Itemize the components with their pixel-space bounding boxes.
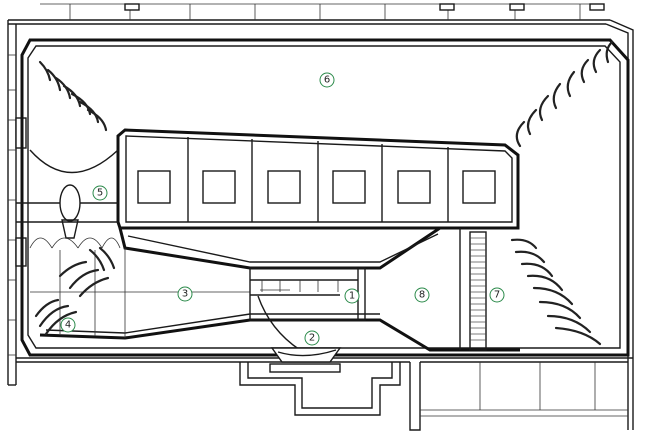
building-frame [7, 3, 634, 430]
tag-5: 5 [92, 185, 108, 201]
fan-assembly [16, 149, 121, 249]
tag-7: 7 [489, 287, 505, 303]
tag-5-label: 5 [97, 188, 103, 199]
return-circuit [20, 38, 630, 357]
heat-exchanger [459, 228, 487, 351]
lower-duct [30, 226, 520, 373]
tag-1: 1 [344, 288, 360, 304]
tag-2-label: 2 [309, 333, 315, 344]
tag-1-label: 1 [349, 291, 355, 302]
tag-3-label: 3 [182, 289, 188, 300]
tag-7-label: 7 [494, 290, 500, 301]
upper-duct [116, 128, 520, 230]
tag-8-label: 8 [419, 290, 425, 301]
roof-trusses [40, 3, 605, 20]
tag-4: 4 [60, 317, 76, 333]
tag-8: 8 [414, 287, 430, 303]
tag-4-label: 4 [65, 320, 71, 331]
tag-3: 3 [177, 286, 193, 302]
turntable-pit [239, 362, 401, 416]
tag-6-label: 6 [324, 75, 330, 86]
turning-vanes [34, 40, 614, 346]
tag-2: 2 [304, 330, 320, 346]
tag-6: 6 [319, 72, 335, 88]
fan-icon [59, 184, 81, 222]
